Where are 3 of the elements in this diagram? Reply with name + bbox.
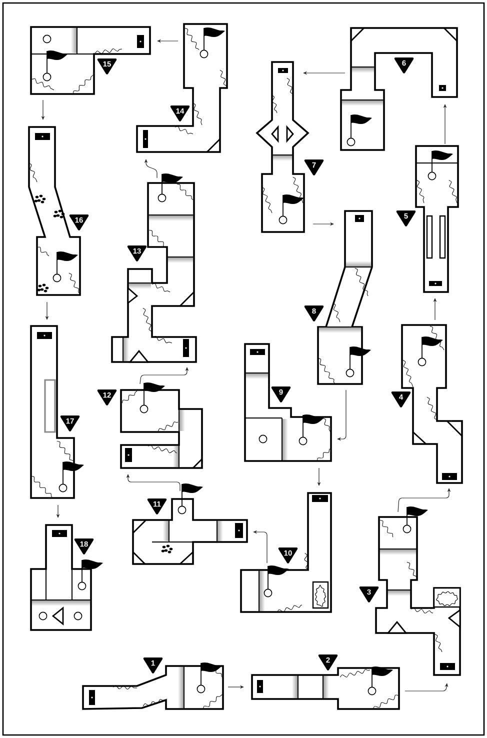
arrow — [144, 159, 158, 178]
arrow — [337, 390, 346, 441]
arrow — [126, 474, 180, 492]
